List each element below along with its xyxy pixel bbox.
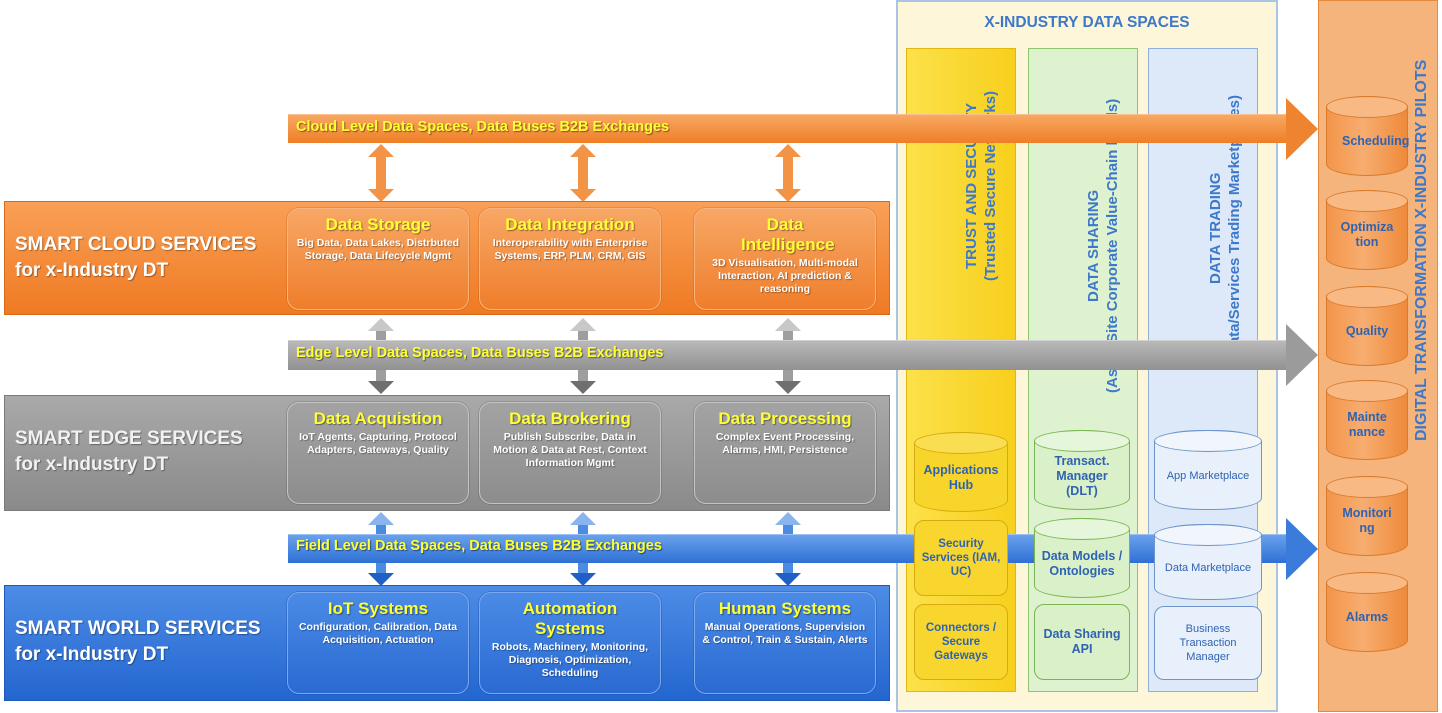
pilots-title: DIGITAL TRANSFORMATION X-INDUSTRY PILOTS: [1413, 59, 1430, 441]
data-models-ontologies-cylinder: Data Models / Ontologies: [1034, 518, 1130, 598]
smart-cloud-services-layer: SMART CLOUD SERVICES for x-Industry DT D…: [4, 201, 890, 315]
pilot-optimization: Optimization: [1326, 190, 1408, 270]
applications-hub-cylinder: Applications Hub: [914, 432, 1008, 512]
data-storage-box: Data Storage Big Data, Data Lakes, Distr…: [287, 208, 469, 310]
box-title: Data Acquistion: [313, 409, 443, 428]
edge-bus-label: Edge Level Data Spaces, Data Buses B2B E…: [296, 345, 664, 361]
box-description: Complex Event Processing, Alarms, HMI, P…: [715, 431, 855, 456]
box-title: Data Storage: [325, 215, 431, 234]
box-title: IoT Systems: [327, 599, 429, 618]
trust-column-title: TRUST AND SECURITY (Trusted Secure Netwo…: [963, 90, 999, 282]
box-description: Manual Operations, Supervision & Control…: [702, 621, 868, 646]
box-title: Automation Systems: [522, 599, 618, 638]
data-intelligence-box: Data Intelligence 3D Visualisation, Mult…: [694, 208, 876, 310]
human-systems-box: Human Systems Manual Operations, Supervi…: [694, 592, 876, 694]
automation-systems-box: Automation Systems Robots, Machinery, Mo…: [479, 592, 661, 694]
smart-world-services-layer: SMART WORLD SERVICES for x-Industry DT I…: [4, 585, 890, 701]
pilot-monitoring: Monitoring: [1326, 476, 1408, 556]
pilot-quality: Quality: [1326, 286, 1408, 366]
security-services-box: Security Services (IAM, UC): [914, 520, 1008, 596]
data-spaces-title: X-INDUSTRY DATA SPACES: [984, 14, 1190, 31]
edge-level-bus: Edge Level Data Spaces, Data Buses B2B E…: [288, 324, 1320, 386]
field-bus-label: Field Level Data Spaces, Data Buses B2B …: [296, 538, 662, 554]
cloud-bus-arrow-1: [368, 144, 394, 202]
box-title: Human Systems: [718, 599, 852, 618]
pilot-alarms: Alarms: [1326, 572, 1408, 652]
business-transaction-manager-box: Business Transaction Manager: [1154, 606, 1262, 680]
data-marketplace-cylinder: Data Marketplace: [1154, 524, 1262, 600]
pilot-scheduling: Scheduling: [1326, 96, 1409, 176]
box-description: Big Data, Data Lakes, Distrbuted Storage…: [296, 237, 460, 262]
connectors-secure-gateways-box: Connectors / Secure Gateways: [914, 604, 1008, 680]
smart-edge-services-layer: SMART EDGE SERVICES for x-Industry DT Da…: [4, 395, 890, 511]
box-title: Data Integration: [505, 215, 635, 234]
box-title: Data Brokering: [509, 409, 631, 428]
box-description: Interoperability with Enterprise Systems…: [492, 237, 648, 262]
box-description: IoT Agents, Capturing, Protocol Adapters…: [299, 431, 457, 456]
data-acquisition-box: Data Acquistion IoT Agents, Capturing, P…: [287, 402, 469, 504]
box-title: Data Processing: [718, 409, 852, 428]
pilot-maintenance: Maintenance: [1326, 380, 1408, 460]
box-description: 3D Visualisation, Multi-modal Interactio…: [712, 257, 858, 295]
transaction-manager-cylinder: Transact. Manager (DLT): [1034, 430, 1130, 510]
data-integration-box: Data Integration Interoperability with E…: [479, 208, 661, 310]
box-description: Configuration, Calibration, Data Acquisi…: [298, 621, 458, 646]
box-description: Robots, Machinery, Monitoring, Diagnosis…: [491, 641, 649, 679]
app-marketplace-cylinder: App Marketplace: [1154, 430, 1262, 510]
data-brokering-box: Data Brokering Publish Subscribe, Data i…: [479, 402, 661, 504]
cloud-bus-arrow-3: [775, 144, 801, 202]
box-description: Publish Subscribe, Data in Motion & Data…: [493, 431, 647, 469]
cloud-level-bus: Cloud Level Data Spaces, Data Buses B2B …: [288, 98, 1320, 160]
cloud-bus-arrow-2: [570, 144, 596, 202]
iot-systems-box: IoT Systems Configuration, Calibration, …: [287, 592, 469, 694]
cloud-bus-label: Cloud Level Data Spaces, Data Buses B2B …: [296, 119, 670, 135]
data-sharing-api-box: Data Sharing API: [1034, 604, 1130, 680]
cloud-layer-title: SMART CLOUD SERVICES for x-Industry DT: [15, 234, 257, 281]
edge-layer-title: SMART EDGE SERVICES for x-Industry DT: [15, 428, 243, 475]
box-title: Data Intelligence: [741, 215, 835, 254]
data-processing-box: Data Processing Complex Event Processing…: [694, 402, 876, 504]
world-layer-title: SMART WORLD SERVICES for x-Industry DT: [15, 618, 261, 665]
